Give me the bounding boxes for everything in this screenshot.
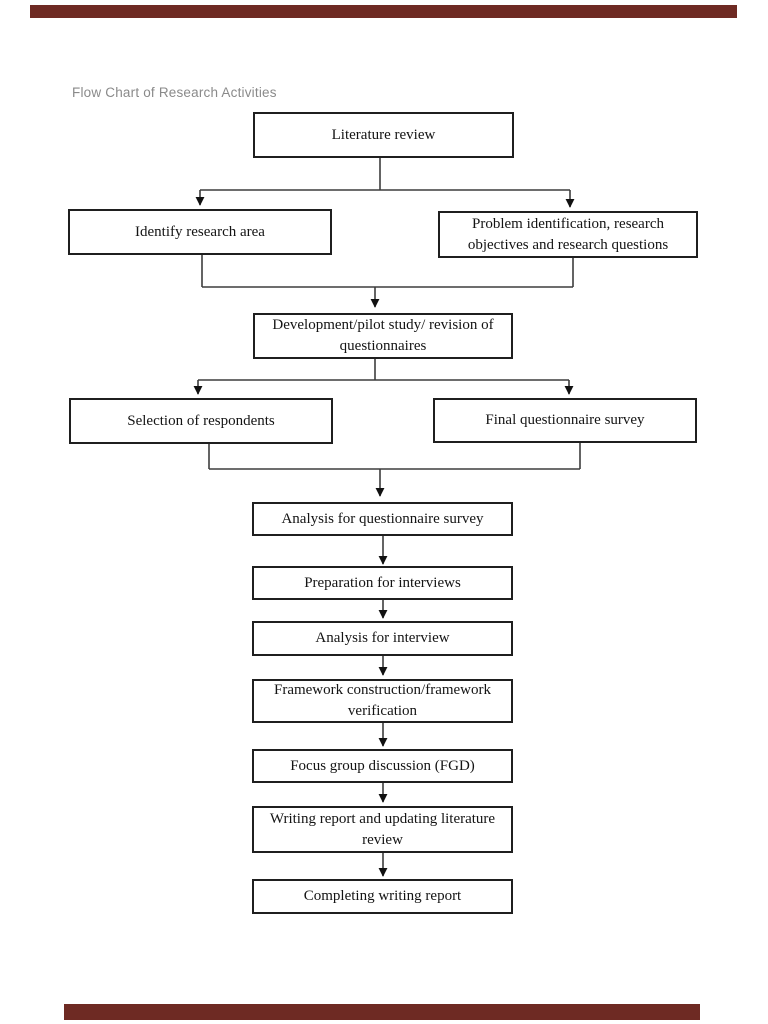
flow-node-label: Writing report and updating literature r…	[269, 810, 496, 848]
flow-node-label: Identify research area	[135, 223, 265, 240]
flow-node-label: Framework construction/framework verific…	[273, 682, 492, 719]
flow-node-label: Analysis for interview	[315, 630, 450, 646]
flow-node-identify-research-area: Identify research area	[68, 209, 332, 255]
flow-node-framework-construction: Framework construction/framework verific…	[252, 679, 513, 723]
flow-node-label: Development/pilot study/ revision of que…	[272, 317, 494, 354]
flow-node-problem-identification: Problem identification, research objecti…	[438, 211, 698, 258]
flow-node-analysis-for-interview: Analysis for interview	[252, 621, 513, 656]
flow-node-literature-review: Literature review	[253, 112, 514, 158]
flow-node-preparation-for-interviews: Preparation for interviews	[252, 566, 513, 600]
flow-node-label: Problem identification, research objecti…	[467, 215, 669, 253]
flow-node-label: Selection of respondents	[127, 412, 275, 429]
flow-node-analysis-questionnaire-survey: Analysis for questionnaire survey	[252, 502, 513, 536]
flow-node-development-pilot-study: Development/pilot study/ revision of que…	[253, 313, 513, 359]
flow-node-completing-report: Completing writing report	[252, 879, 513, 914]
flow-node-writing-report: Writing report and updating literature r…	[252, 806, 513, 853]
flow-node-selection-of-respondents: Selection of respondents	[69, 398, 333, 444]
flow-node-focus-group-discussion: Focus group discussion (FGD)	[252, 749, 513, 783]
viewer-top-bar	[30, 5, 737, 18]
viewer-bottom-bar	[64, 1004, 700, 1020]
flow-node-label: Completing writing report	[303, 888, 462, 904]
page-title: Flow Chart of Research Activities	[72, 85, 277, 100]
flow-node-label: Literature review	[331, 126, 436, 143]
flow-node-label: Preparation for interviews	[304, 574, 461, 591]
flow-node-label: Analysis for questionnaire survey	[281, 510, 484, 527]
flow-node-label: Final questionnaire survey	[485, 412, 645, 428]
flow-node-final-questionnaire-survey: Final questionnaire survey	[433, 398, 697, 443]
flow-node-label: Focus group discussion (FGD)	[290, 757, 475, 774]
